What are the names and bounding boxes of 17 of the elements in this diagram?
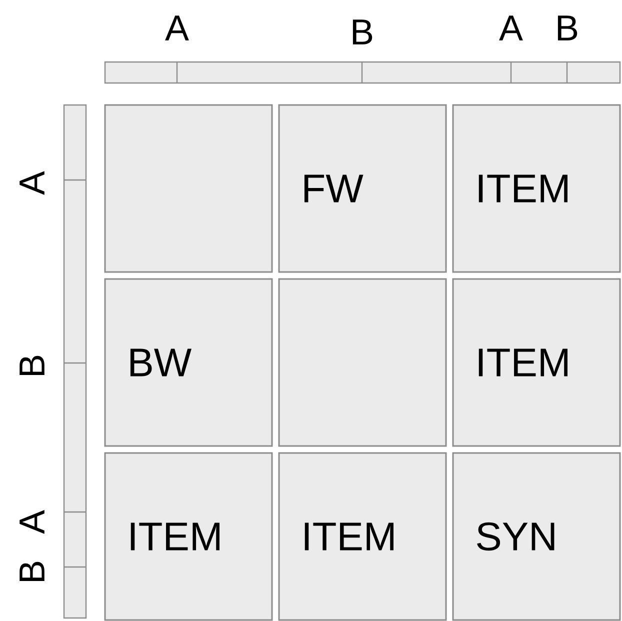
matrix-cell: ITEM xyxy=(104,452,273,621)
matrix-cell: ITEM xyxy=(278,452,447,621)
axis-label: A xyxy=(20,510,44,534)
matrix-cell xyxy=(278,278,447,447)
axis-label: B xyxy=(558,16,578,40)
matrix-cell: SYN xyxy=(452,452,621,621)
axis-label: A xyxy=(165,16,189,40)
matrix-cell: FW xyxy=(278,104,447,273)
axis-label: A xyxy=(499,16,523,40)
axis-label: B xyxy=(20,562,44,582)
matrix-cell xyxy=(104,104,273,273)
matrix-cell: ITEM xyxy=(452,278,621,447)
axis-label: B xyxy=(352,20,372,44)
axis-label: A xyxy=(20,171,44,195)
matrix-cell: BW xyxy=(104,278,273,447)
matrix-cell: ITEM xyxy=(452,104,621,273)
axis-label: B xyxy=(20,356,44,376)
